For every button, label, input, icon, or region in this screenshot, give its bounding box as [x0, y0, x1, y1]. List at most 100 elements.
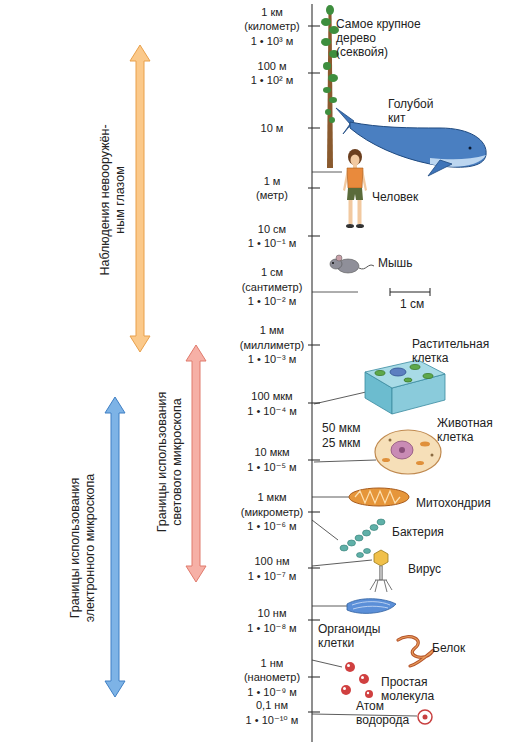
scale-axis	[308, 25, 320, 26]
sequoia-tree	[323, 87, 331, 93]
leader-line	[312, 292, 358, 293]
scale-value: 1 мм	[260, 324, 284, 337]
blue-whale	[469, 147, 472, 150]
virus	[384, 580, 387, 592]
human-figure	[348, 149, 362, 165]
organelle	[347, 599, 396, 614]
sequoia-tree	[328, 74, 338, 82]
bacteria	[370, 525, 378, 531]
object-label: Белок	[432, 641, 465, 655]
scale-power: 1 • 10⁻⁵ м	[247, 461, 296, 474]
protein	[398, 637, 433, 666]
blue-whale	[336, 108, 486, 176]
scale-value: 1 км	[261, 6, 283, 19]
scale-value: 1 м	[264, 175, 281, 188]
protein	[398, 637, 433, 666]
human-figure	[351, 155, 360, 166]
object-label: Митохондрия	[416, 496, 491, 510]
leader-line	[312, 172, 417, 716]
mitochondrion	[355, 491, 400, 503]
object-label: Атом водорода	[356, 699, 421, 727]
bacteria	[377, 519, 385, 525]
organism-label: Человек	[372, 190, 418, 204]
unit-name: (миллиметр)	[240, 339, 305, 352]
virus	[370, 580, 392, 592]
mouse	[336, 255, 342, 261]
organism-label: Мышь	[378, 256, 413, 270]
scale-axis	[308, 619, 320, 620]
virus	[375, 580, 387, 581]
animal-cell	[375, 430, 441, 474]
scale-axis	[308, 235, 320, 236]
sequoia-tree	[329, 97, 337, 103]
human-figure	[346, 224, 354, 228]
leader-line	[312, 497, 349, 498]
hydrogen-atom	[418, 710, 432, 724]
scale-value: 100 м	[258, 60, 287, 73]
simple-molecule	[367, 692, 369, 694]
sequoia-tree	[325, 109, 331, 115]
scale-axis	[308, 459, 320, 460]
virus	[380, 566, 383, 580]
scale-axis	[308, 711, 320, 712]
sequoia-tree	[323, 62, 331, 70]
mouse	[359, 265, 374, 269]
object-label: Бактерия	[392, 525, 444, 539]
protein	[398, 637, 433, 666]
scale-axis	[308, 187, 320, 188]
object-label: Органоиды клетки	[318, 622, 393, 650]
scale-value: 10 нм	[258, 607, 287, 620]
animal-cell	[431, 454, 434, 457]
plant-cell	[375, 371, 385, 376]
virus	[375, 580, 378, 592]
plant-cell	[404, 378, 412, 382]
human-figure	[349, 200, 353, 224]
range-arrow	[105, 45, 206, 697]
scale-bar-label: 1 см	[400, 297, 424, 311]
bacteria	[355, 535, 363, 541]
simple-molecule	[343, 687, 346, 690]
unit-name: (метр)	[256, 189, 288, 202]
animal-cell	[389, 439, 392, 442]
animal-cell	[375, 430, 441, 474]
scale-power: 1 • 10⁻¹⁰ м	[246, 714, 299, 727]
size-label: 25 мкм	[322, 436, 360, 450]
cell-label: Растительная клетка	[412, 337, 507, 365]
plant-cell	[410, 365, 420, 370]
leader-line	[314, 460, 376, 462]
sequoia-tree	[321, 38, 331, 46]
animal-cell	[399, 447, 405, 453]
scale-power: 1 • 10⁻⁴ м	[247, 405, 296, 418]
scale-bar	[390, 288, 430, 296]
scale-axis	[308, 72, 320, 73]
plant-cell	[423, 374, 433, 379]
sequoia-tree	[329, 117, 335, 123]
scale-axis	[308, 676, 320, 677]
scale-power: 1 • 10⁻⁷ м	[248, 570, 297, 583]
leader-line	[312, 520, 338, 540]
organelle	[347, 599, 396, 614]
scale-value: 10 мкм	[254, 446, 289, 459]
scale-power: 1 • 10⁻⁸ м	[247, 622, 296, 635]
simple-molecule	[341, 685, 351, 695]
simple-molecule	[345, 662, 355, 672]
scale-value: 10 м	[261, 122, 284, 135]
mouse	[330, 255, 374, 273]
object-label: Простая молекула	[381, 675, 451, 703]
human-figure	[347, 188, 363, 200]
scale-axis	[308, 127, 320, 128]
scale-value: 10 см	[258, 223, 286, 236]
human-figure	[347, 168, 363, 188]
simple-molecule	[347, 664, 350, 667]
scale-value: 1 см	[261, 266, 283, 279]
object-label: Вирус	[408, 562, 441, 576]
scale-value: 100 мкм	[251, 390, 292, 403]
unit-name: (микрометр)	[241, 506, 304, 519]
scale-value: 1 мкм	[257, 491, 286, 504]
simple-molecule	[359, 674, 369, 684]
sequoia-tree	[326, 5, 334, 15]
bacteria	[348, 540, 356, 546]
mouse	[332, 262, 334, 264]
